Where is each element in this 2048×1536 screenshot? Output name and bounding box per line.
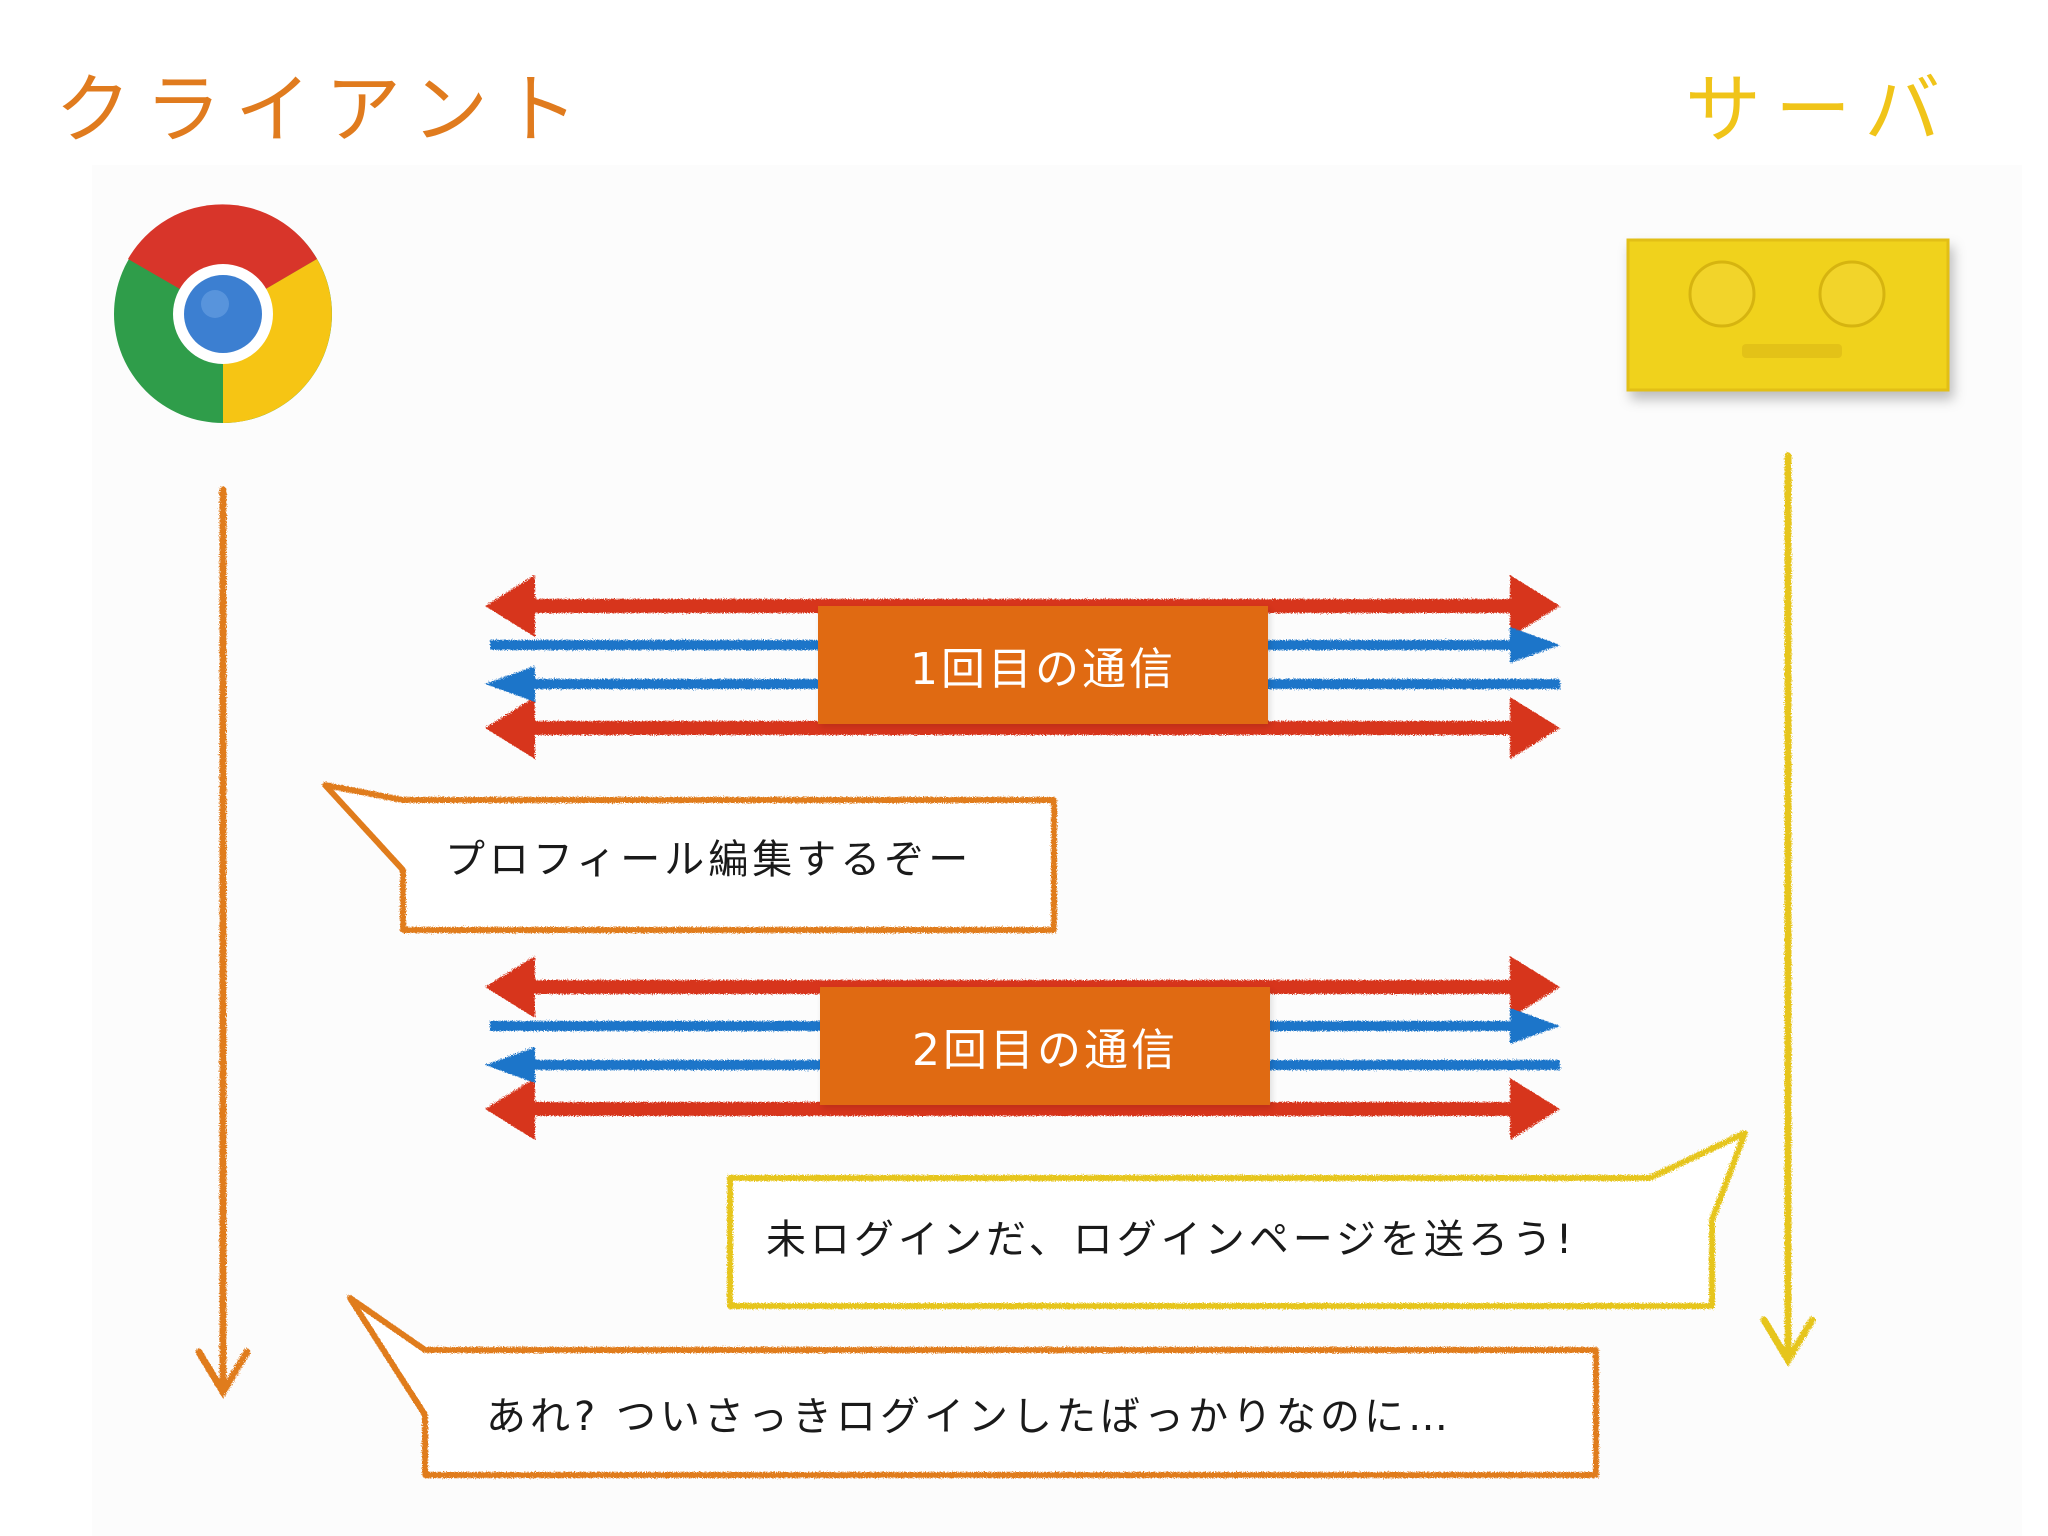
- client-speech-bubble-2: [347, 1295, 1599, 1478]
- client-speech-bubble-1: [322, 782, 1057, 933]
- client-speech-1-text: プロフィール編集するぞー: [445, 837, 973, 883]
- request-arrow: [485, 697, 1560, 759]
- communication-1-label: 1回目の通信: [818, 606, 1268, 724]
- server-speech-bubble: [727, 1130, 1748, 1309]
- server-speech-text: 未ログインだ、ログインページを送ろう!: [766, 1217, 1577, 1263]
- chrome-browser-icon: [114, 204, 332, 423]
- client-lane-title: クライアント: [55, 65, 592, 154]
- client-speech-2-text: あれ? ついさっきログインしたばっかりなのに…: [486, 1394, 1452, 1440]
- server-lane-title: サーバ: [1685, 65, 1955, 154]
- client-lifeline: [195, 486, 251, 1399]
- communication-2-label: 2回目の通信: [820, 987, 1270, 1105]
- server-block-icon: [1626, 238, 1950, 392]
- server-lifeline: [1760, 452, 1816, 1367]
- request-arrow: [485, 1078, 1560, 1140]
